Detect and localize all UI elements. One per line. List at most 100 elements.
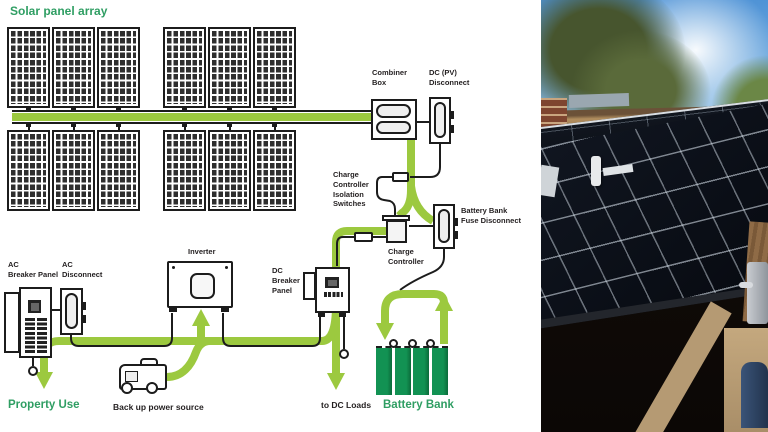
battery-terminal	[407, 339, 417, 348]
ac-disconnect-handle	[64, 293, 78, 329]
label-dc-pv-disconnect: DC (PV) Disconnect	[429, 68, 470, 87]
ac-disconnect-box	[60, 288, 83, 335]
label-ac-breaker-panel: AC Breaker Panel	[8, 260, 59, 279]
battery-cell	[431, 348, 448, 395]
pv-module	[52, 27, 95, 108]
wire-terminal-ring	[28, 366, 38, 376]
disconnect-hinge	[82, 315, 86, 323]
disconnect-hinge	[454, 218, 458, 226]
isolation-switch-2	[354, 232, 373, 242]
panel-terminal	[339, 312, 346, 317]
battery-cell	[394, 348, 411, 395]
panel-meter	[325, 277, 339, 288]
ac-breaker-panel	[19, 287, 52, 358]
breaker-column	[25, 318, 35, 354]
bus-connector	[26, 122, 31, 127]
pv-module	[208, 130, 251, 211]
generator-wheel	[121, 382, 133, 394]
black-wires	[32, 121, 441, 366]
roof-vent	[568, 92, 630, 109]
panel-meter	[28, 300, 41, 313]
pv-module	[253, 130, 296, 211]
label-battery-bank: Battery Bank	[383, 399, 454, 411]
pv-module	[7, 27, 50, 108]
screw	[225, 266, 228, 269]
bus-connector	[26, 106, 31, 111]
charge-controller	[386, 220, 407, 243]
combiner-box	[371, 99, 417, 140]
disconnect-hinge	[450, 111, 454, 119]
disconnect-hinge	[454, 231, 458, 239]
bus-connector	[116, 122, 121, 127]
panel-lead-wire	[228, 123, 231, 131]
battery-fuse-disconnect-handle	[437, 209, 450, 243]
panel-terminal	[318, 312, 325, 317]
combiner-fuse-slot	[376, 120, 411, 134]
battery-terminal	[426, 339, 435, 348]
pv-module	[163, 130, 206, 211]
wire-terminal-ring	[339, 349, 349, 359]
label-to-dc-loads: to DC Loads	[321, 400, 372, 410]
dc-pv-disconnect-handle	[433, 102, 446, 138]
inverter	[167, 261, 233, 308]
bus-bar-bottom-line	[12, 121, 371, 124]
battery-fuse-disconnect-box	[433, 204, 455, 249]
dc-pv-disconnect-box	[429, 97, 451, 144]
battery-cell	[376, 348, 392, 395]
bus-connector	[71, 122, 76, 127]
pv-module	[52, 130, 95, 211]
inverter-display	[190, 273, 215, 299]
label-inverter: Inverter	[188, 247, 216, 256]
pv-module	[97, 130, 140, 211]
generator-engine	[125, 371, 138, 382]
combiner-fuse-slot	[376, 104, 411, 118]
bus-bar-top-line	[12, 110, 371, 112]
panel-lead-wire	[183, 123, 186, 131]
screw	[172, 266, 175, 269]
label-isolation-switches: Charge Controller Isolation Switches	[333, 170, 369, 209]
battery-cell	[413, 348, 429, 395]
isolation-switch-1	[392, 172, 409, 182]
diagram-title: Solar panel array	[10, 4, 108, 18]
rooftop-solar-photo	[541, 0, 768, 432]
battery-terminal	[389, 339, 398, 348]
pv-module	[163, 27, 206, 108]
mounting-bracket	[747, 262, 768, 324]
disconnect-hinge	[82, 302, 86, 310]
bus-connector	[272, 122, 277, 127]
mounting-bolt	[739, 282, 753, 288]
bus-bar-green	[12, 112, 371, 121]
label-property-use: Property Use	[8, 399, 80, 411]
bus-connector	[272, 106, 277, 111]
pv-module	[208, 27, 251, 108]
label-ac-disconnect: AC Disconnect	[62, 260, 103, 279]
pipe-clamp	[741, 362, 768, 428]
dc-breaker-panel	[315, 267, 350, 313]
panel-lead-wire	[117, 123, 120, 131]
pv-module	[97, 27, 140, 108]
breaker-column	[37, 318, 47, 354]
bus-connector	[227, 122, 232, 127]
bus-connector	[71, 106, 76, 111]
inverter-terminal	[221, 306, 229, 312]
label-battery-fuse-disconnect: Battery Bank Fuse Disconnect	[461, 206, 522, 225]
label-dc-breaker-panel: DC Breaker Panel	[272, 266, 300, 295]
breaker-row	[324, 292, 343, 297]
label-backup-power-source: Back up power source	[113, 402, 204, 412]
generator-wheel	[146, 382, 158, 394]
label-combiner-box: Combiner Box	[372, 68, 408, 87]
bus-connector	[116, 106, 121, 111]
pv-module	[253, 27, 296, 108]
inverter-terminal	[169, 306, 177, 312]
wiring-diagram: Solar panel array	[4, 4, 522, 412]
label-charge-controller: Charge Controller	[388, 247, 424, 266]
conduit-pipe	[591, 156, 601, 186]
pv-module	[7, 130, 50, 211]
bus-connector	[182, 106, 187, 111]
disconnect-hinge	[450, 125, 454, 133]
panel-lead-wire	[27, 123, 30, 131]
panel-lead-wire	[273, 123, 276, 131]
ac-breaker-panel-door	[4, 292, 20, 353]
bus-connector	[182, 122, 187, 127]
